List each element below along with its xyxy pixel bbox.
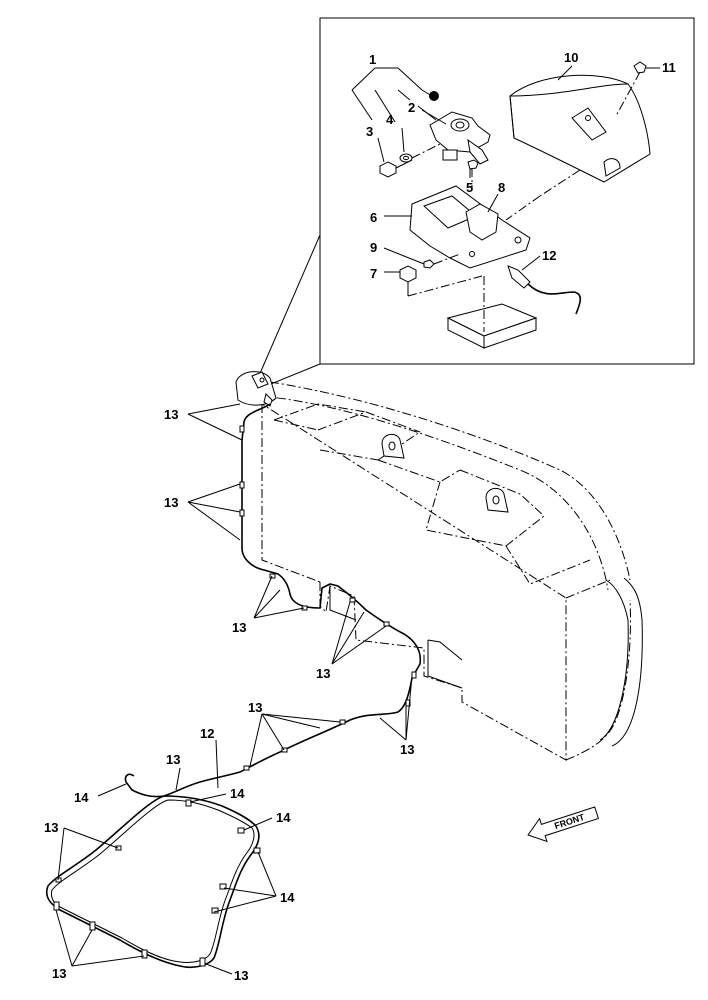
callout-12-harness: 12 <box>200 726 214 741</box>
callout-1-bracket <box>351 67 433 123</box>
main-leaders <box>55 403 413 975</box>
mounting-plate <box>409 185 531 269</box>
callout-1: 1 <box>369 52 376 67</box>
callout-13-loop-top: 13 <box>166 752 180 767</box>
front-arrow: FRONT <box>527 806 600 843</box>
leader-8 <box>487 193 499 213</box>
callout-13-mid: 13 <box>248 700 262 715</box>
detail-inset: 1 2 3 4 5 6 7 8 9 10 11 12 <box>257 17 695 387</box>
callout-10: 10 <box>564 50 578 65</box>
inset-leader-top <box>257 234 321 379</box>
cable-connector <box>507 265 582 315</box>
callout-6: 6 <box>370 210 377 225</box>
harness-clips <box>53 425 417 967</box>
callout-9: 9 <box>370 240 377 255</box>
screw-11 <box>615 61 647 117</box>
callout-11: 11 <box>662 60 676 75</box>
counterweight <box>259 381 643 761</box>
base-pad <box>446 276 538 349</box>
callout-13-vertical: 13 <box>164 495 178 510</box>
leader-9 <box>383 247 425 265</box>
callout-14-right: 14 <box>276 810 291 825</box>
callout-13-lower-left: 13 <box>232 620 246 635</box>
callout-13-loop-end: 13 <box>234 968 248 983</box>
callout-13-recess: 13 <box>316 666 330 681</box>
callout-7: 7 <box>370 266 377 281</box>
lamp-assembly <box>235 371 277 407</box>
leader-10 <box>557 65 573 81</box>
callout-14-lower: 14 <box>280 890 295 905</box>
cover <box>505 74 651 221</box>
callout-14-connector: 14 <box>74 790 89 805</box>
bolt-and-nut <box>399 253 483 297</box>
switch-body <box>421 91 491 165</box>
screw-and-washer <box>379 143 441 178</box>
callout-13-loop-bottom: 13 <box>52 966 66 981</box>
callout-13-right: 13 <box>400 742 414 757</box>
callout-4: 4 <box>386 112 394 127</box>
callout-13-loop-left: 13 <box>44 820 58 835</box>
callout-13-lamp: 13 <box>164 407 178 422</box>
callout-3: 3 <box>366 124 373 139</box>
callout-14-upper: 14 <box>230 786 245 801</box>
leader-4 <box>401 127 405 153</box>
leader-12-inset <box>521 255 541 271</box>
harness-cable <box>45 403 422 969</box>
callout-2: 2 <box>408 100 415 115</box>
screw-5 <box>467 159 479 190</box>
leader-2 <box>417 105 437 121</box>
callout-8: 8 <box>498 180 505 195</box>
dot-marker <box>429 91 439 101</box>
detail-frame <box>319 17 695 365</box>
callout-12: 12 <box>542 248 556 263</box>
leader-3 <box>377 137 385 163</box>
callout-5: 5 <box>466 180 473 195</box>
